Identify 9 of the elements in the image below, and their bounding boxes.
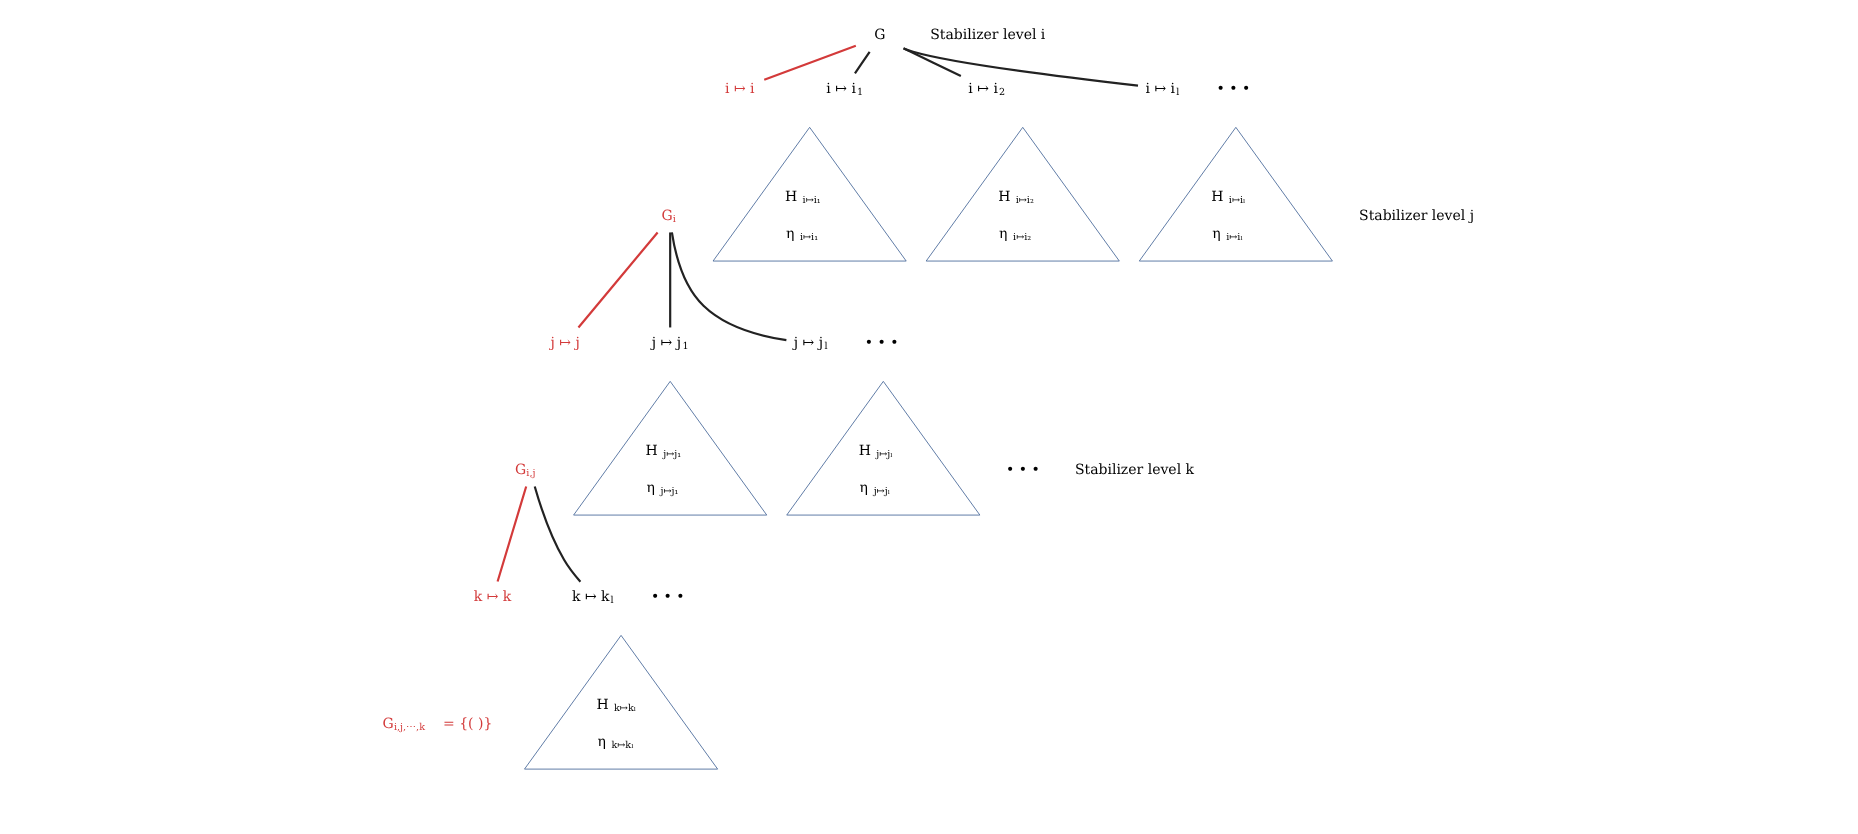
connector (853, 51, 870, 75)
connector (669, 232, 786, 342)
connector (532, 486, 581, 583)
connector (495, 486, 527, 582)
connector (576, 231, 658, 329)
connector (762, 44, 856, 81)
connector (902, 47, 961, 78)
connector (902, 47, 1138, 87)
connector (668, 232, 671, 328)
